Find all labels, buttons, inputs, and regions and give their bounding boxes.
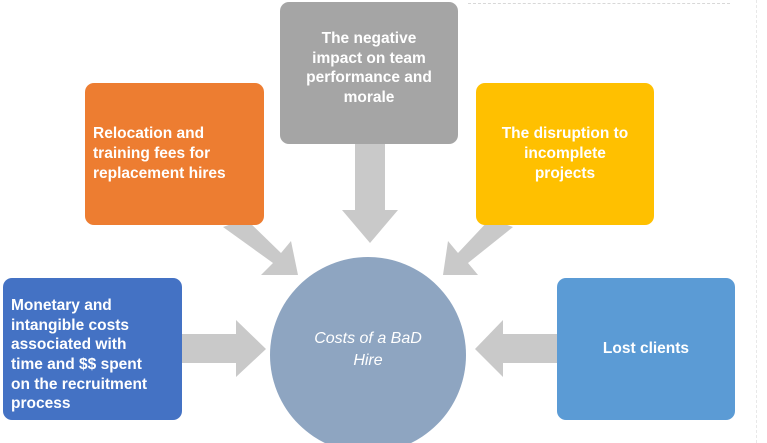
box-recruitment-costs: Monetary and intangible costs associated… [3,278,182,420]
arrow-diagonal-upper-right [443,219,513,275]
box-relocation-fees: Relocation and training fees for replace… [85,83,264,225]
box-team-impact: The negative impact on team performance … [280,2,458,144]
box-recruitment-costs-label: Monetary and intangible costs associated… [11,296,148,413]
center-circle-label: Costs of a BaD Hire [314,330,422,370]
arrow-left-lower-right [475,320,557,377]
arrow-right-lower-left [182,320,266,377]
box-lost-clients-label: Lost clients [602,340,690,358]
box-project-disruption-label: The disruption to incomplete projects [501,125,629,182]
box-team-impact-label: The negative impact on team performance … [306,30,432,107]
box-lost-clients: Lost clients [557,278,735,420]
box-project-disruption: The disruption to incomplete projects [476,83,654,225]
arrow-down-top [342,144,398,243]
arrow-diagonal-upper-left [223,219,298,275]
box-relocation-fees-label: Relocation and training fees for replace… [93,125,226,182]
edge-divider [756,0,757,443]
dashed-divider [468,3,730,4]
center-circle: Costs of a BaD Hire [270,257,466,443]
